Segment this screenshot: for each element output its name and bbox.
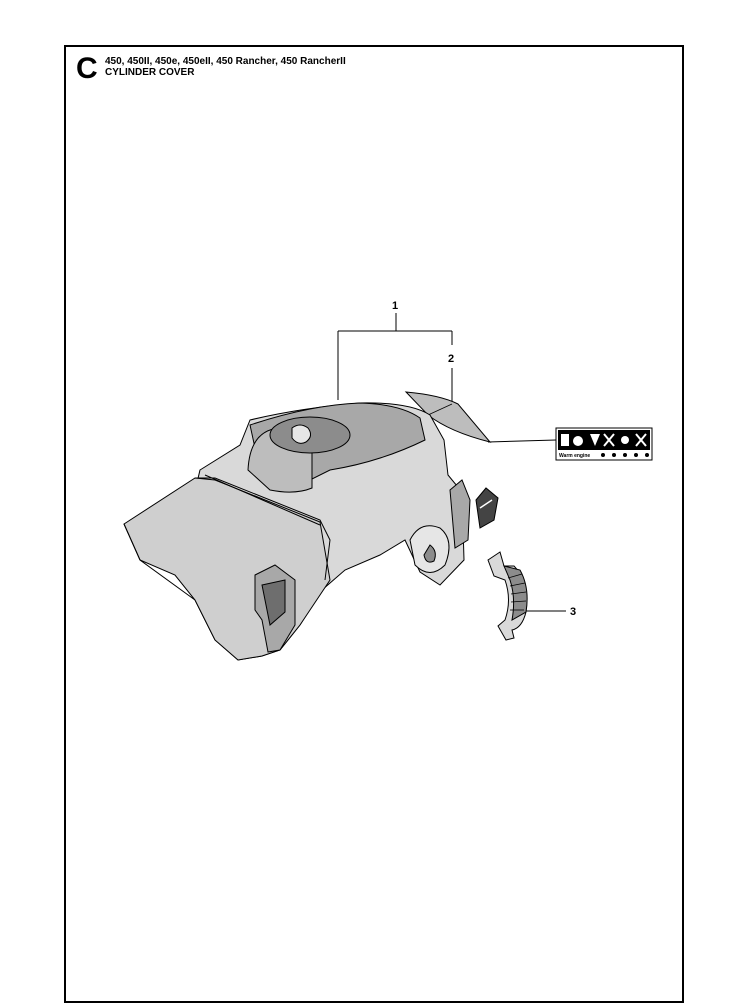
page-frame [64,45,684,1003]
warm-engine-decal: Warm engine [555,427,653,461]
decal-sticker [404,391,492,443]
decal-icons [561,433,647,447]
cover-clip [487,551,528,641]
decal-text: Warm engine [559,453,590,459]
callout-1-leader [337,313,453,400]
callout-2-label: 2 [448,353,454,365]
model-list: 450, 450II, 450e, 450eII, 450 Rancher, 4… [105,56,346,67]
callout-3-label: 3 [570,606,576,618]
section-letter: C [76,52,98,85]
diagram-title: CYLINDER COVER [105,67,195,78]
cylinder-cover [123,402,499,661]
callout-1-label: 1 [392,300,398,312]
